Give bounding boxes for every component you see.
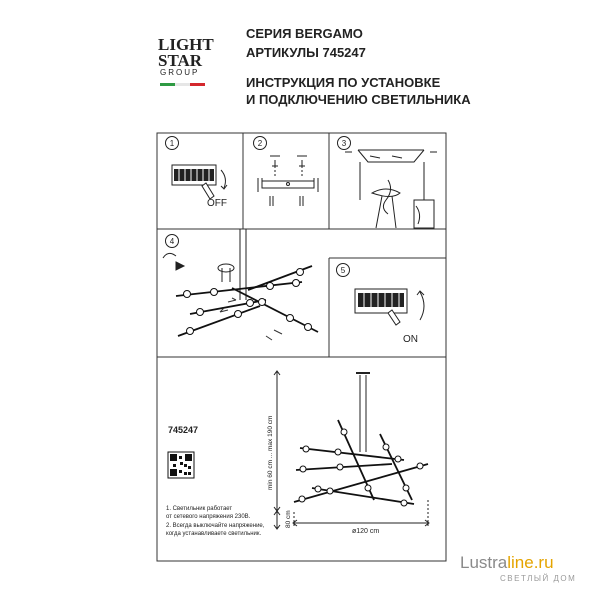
chandelier-drawing <box>273 370 430 530</box>
watermark-brand-part1: Lustra <box>460 553 508 572</box>
svg-text:1: 1 <box>170 139 175 148</box>
watermark-brand: Lustraline.ru <box>460 553 554 573</box>
depth-dimension: 80 cm <box>285 510 292 528</box>
note-1-line1: 1. Светильник работает <box>166 506 233 512</box>
step-number-4: 4 <box>165 234 179 248</box>
logo-line-light: LIGHT <box>158 35 214 54</box>
step-number-3: 3 <box>337 136 351 150</box>
watermark-tagline: СВЕТЛЫЙ ДОМ <box>500 574 577 583</box>
italian-flag-stripe <box>160 83 205 86</box>
step-number-2: 2 <box>253 136 267 150</box>
series-title: СЕРИЯ BERGAMO <box>246 26 363 41</box>
assembly-illustration <box>162 229 319 341</box>
panel-grid <box>156 132 447 562</box>
mounting-bracket <box>257 155 319 206</box>
instruction-title-line2: И ПОДКЛЮЧЕНИЮ СВЕТИЛЬНИКА <box>246 92 471 107</box>
diameter-dimension: ø120 cm <box>352 528 379 535</box>
note-1-line2: от сетевого напряжения 230В. <box>166 514 251 520</box>
svg-text:3: 3 <box>342 139 347 148</box>
qr-code <box>167 451 195 479</box>
logo-line-star: STAR <box>158 51 203 70</box>
breaker-panel-on <box>354 288 425 326</box>
svg-text:2: 2 <box>258 139 263 148</box>
logo-line-group: GROUP <box>160 68 200 77</box>
note-2-line2: когда устанавливаете светильник. <box>166 531 262 537</box>
breaker-panel-off <box>171 164 228 200</box>
off-label: OFF <box>207 198 227 209</box>
watermark-brand-part2: line.ru <box>507 553 554 572</box>
step-number-5: 5 <box>336 263 350 277</box>
height-dimension: min 60 cm ... max 190 cm <box>267 416 274 490</box>
note-2-line1: 2. Всегда выключайте напряжение, <box>166 523 265 529</box>
article-number: АРТИКУЛЫ 745247 <box>246 45 366 60</box>
ceiling-connection <box>345 149 437 229</box>
step-number-1: 1 <box>165 136 179 150</box>
svg-text:5: 5 <box>341 266 346 275</box>
svg-text:4: 4 <box>170 237 175 246</box>
on-label: ON <box>403 334 418 345</box>
instruction-title-line1: ИНСТРУКЦИЯ ПО УСТАНОВКЕ <box>246 75 441 90</box>
product-article: 745247 <box>168 425 199 435</box>
